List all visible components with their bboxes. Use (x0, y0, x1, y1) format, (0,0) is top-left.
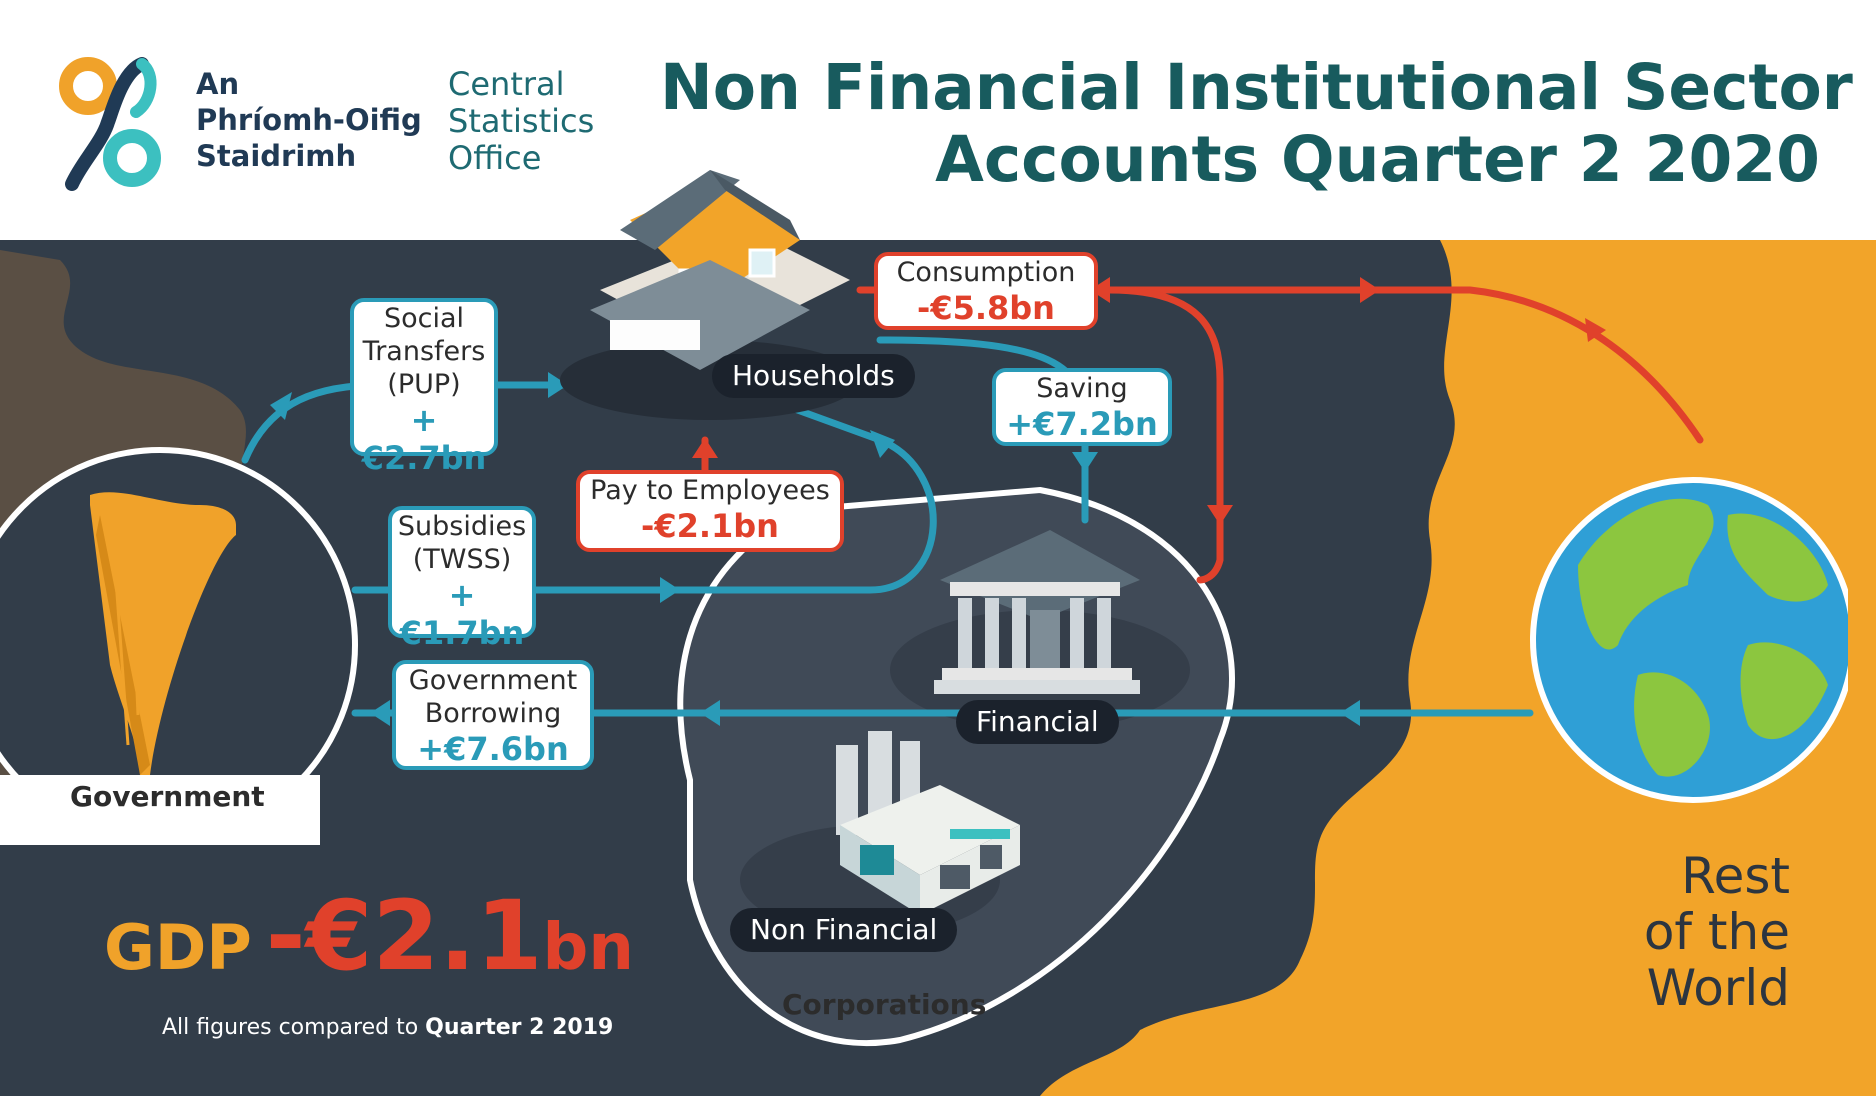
gdp-figure: GDP-€2.1bn (104, 880, 634, 992)
saving-value: +€7.2bn (1006, 405, 1158, 443)
gdp-unit: bn (542, 911, 634, 985)
logo-english-text: Central Statistics Office (448, 65, 595, 177)
financial-label: Financial (956, 700, 1119, 744)
gdp-label: GDP (104, 911, 252, 984)
subsidies-box: Subsidies (TWSS) +€1.7bn (388, 506, 536, 652)
bank-icon (934, 530, 1140, 694)
households-label: Households (712, 354, 915, 398)
footnote: All figures compared to Quarter 2 2019 (162, 1015, 613, 1040)
non-financial-label: Non Financial (730, 908, 958, 952)
subsidies-label: Subsidies (TWSS) (397, 511, 527, 575)
globe-icon (1530, 477, 1848, 803)
government-borrowing-label: Government Borrowing (408, 665, 578, 729)
logo-mark-icon (59, 57, 161, 191)
rest-of-world-label: Rest of the World (1643, 847, 1790, 1017)
pay-to-employees-box: Pay to Employees -€2.1bn (576, 470, 844, 552)
page-title: Non Financial Institutional Sector Accou… (660, 51, 1853, 196)
consumption-label: Consumption (896, 257, 1076, 288)
pay-to-employees-value: -€2.1bn (641, 507, 779, 545)
government-borrowing-box: Government Borrowing +€7.6bn (392, 660, 594, 770)
logo-irish-text: An Phríomh-Oifig Staidrimh (196, 67, 422, 173)
factory-icon (836, 731, 1020, 915)
social-transfers-label: Social Transfers (PUP) (362, 303, 486, 400)
consumption-box: Consumption -€5.8bn (874, 252, 1098, 330)
harp-icon (90, 492, 236, 775)
footnote-emphasis: Quarter 2 2019 (425, 1015, 614, 1040)
subsidies-value: +€1.7bn (399, 576, 525, 652)
footnote-text: All figures compared to (162, 1015, 426, 1040)
government-label: Government (70, 780, 265, 813)
government-circle (0, 447, 358, 845)
gdp-value: -€2.1 (265, 880, 543, 992)
arrow-icon (270, 277, 1606, 726)
government-borrowing-value: +€7.6bn (417, 730, 569, 768)
saving-label: Saving (1036, 373, 1128, 404)
social-transfers-box: Social Transfers (PUP) +€2.7bn (350, 298, 498, 477)
saving-box: Saving +€7.2bn (992, 368, 1172, 446)
pay-to-employees-label: Pay to Employees (590, 475, 830, 506)
social-transfers-value: +€2.7bn (361, 401, 487, 477)
corporations-label: Corporations (782, 988, 987, 1021)
consumption-value: -€5.8bn (917, 289, 1055, 327)
